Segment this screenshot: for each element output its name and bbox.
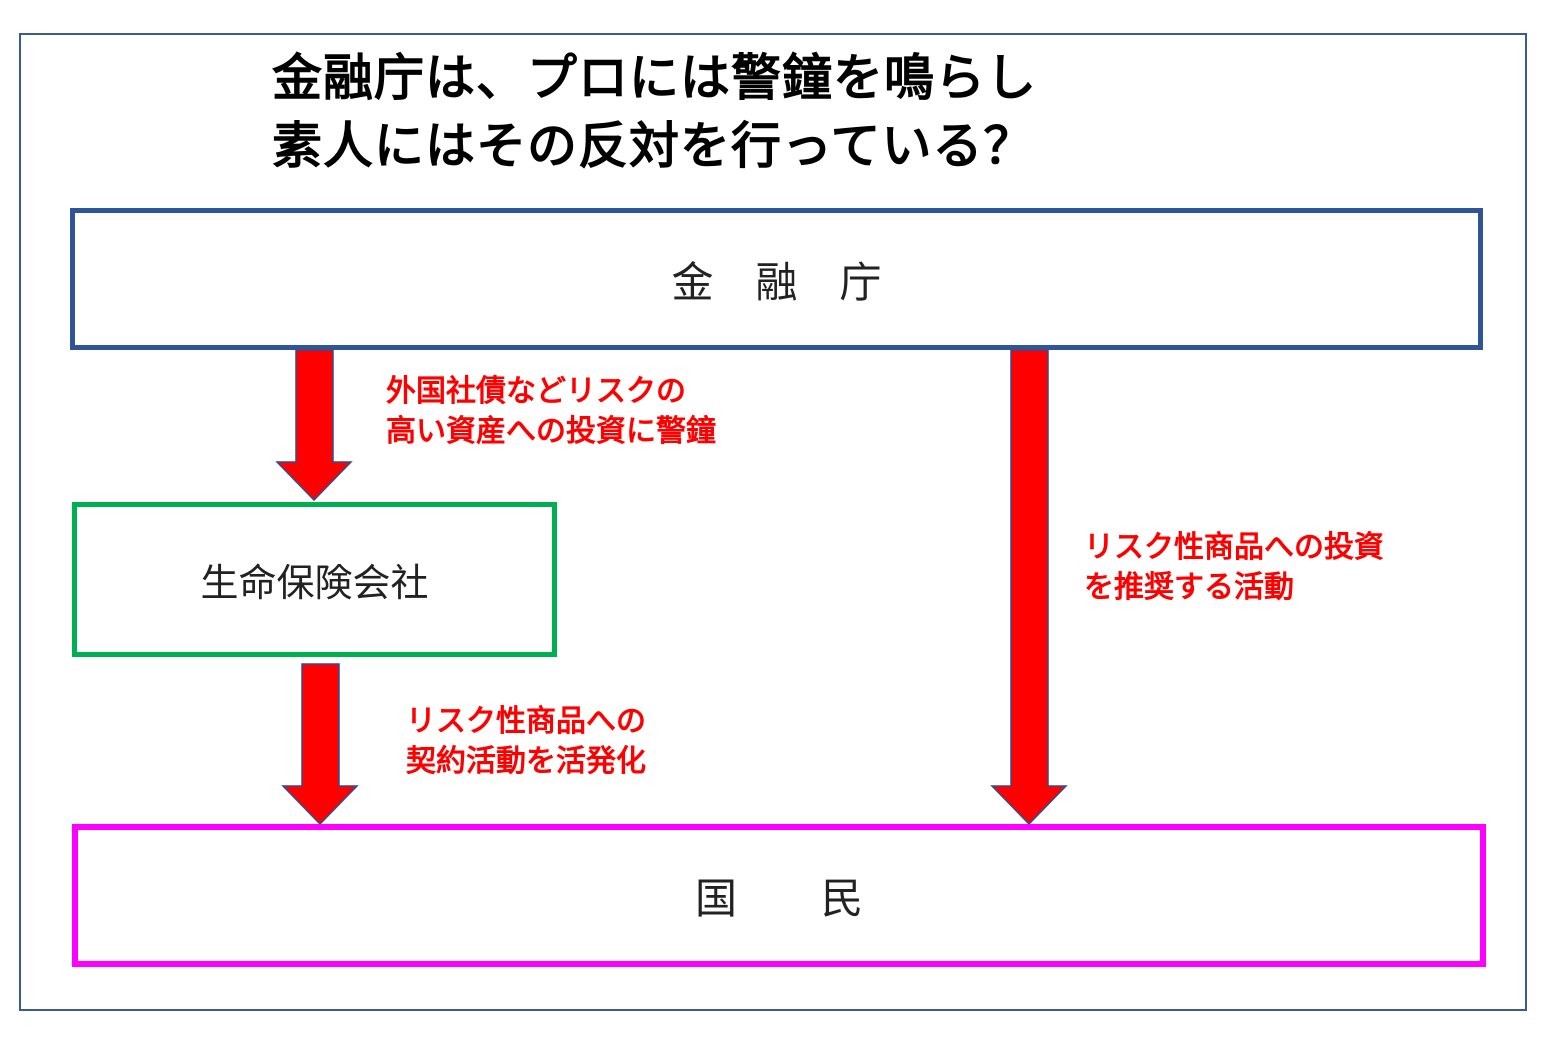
edge-label-line: リスク性商品への xyxy=(406,704,646,739)
edge-label-insurers-to-citizens: リスク性商品への 契約活動を活発化 xyxy=(406,702,646,782)
edge-label-line: を推奨する活動 xyxy=(1084,570,1294,605)
arrow-fsa-to-citizens xyxy=(990,349,1068,826)
node-life-insurers-label: 生命保険会社 xyxy=(200,561,429,605)
node-life-insurers: 生命保険会社 xyxy=(72,502,557,657)
node-fsa: 金 融 庁 xyxy=(70,208,1483,350)
edge-label-line: リスク性商品への投資 xyxy=(1084,530,1384,565)
diagram-title: 金融庁は、プロには警鐘を鳴らし 素人にはその反対を行っている？ xyxy=(272,44,1037,180)
title-line-2: 素人にはその反対を行っている？ xyxy=(272,117,1035,175)
node-citizens-label: 国 民 xyxy=(694,874,863,923)
edge-label-line: 高い資産への投資に警鐘 xyxy=(386,414,716,449)
diagram-frame xyxy=(19,33,1527,1011)
node-fsa-label: 金 融 庁 xyxy=(671,257,882,307)
arrow-fsa-to-insurers xyxy=(275,349,353,502)
edge-label-fsa-to-insurers: 外国社債などリスクの 高い資産への投資に警鐘 xyxy=(386,372,716,452)
arrow-insurers-to-citizens xyxy=(281,663,359,826)
node-citizens: 国 民 xyxy=(72,824,1486,967)
edge-label-line: 契約活動を活発化 xyxy=(406,744,646,779)
edge-label-fsa-to-citizens: リスク性商品への投資 を推奨する活動 xyxy=(1084,528,1384,608)
title-line-1: 金融庁は、プロには警鐘を鳴らし xyxy=(272,49,1037,107)
edge-label-line: 外国社債などリスクの xyxy=(386,374,686,409)
